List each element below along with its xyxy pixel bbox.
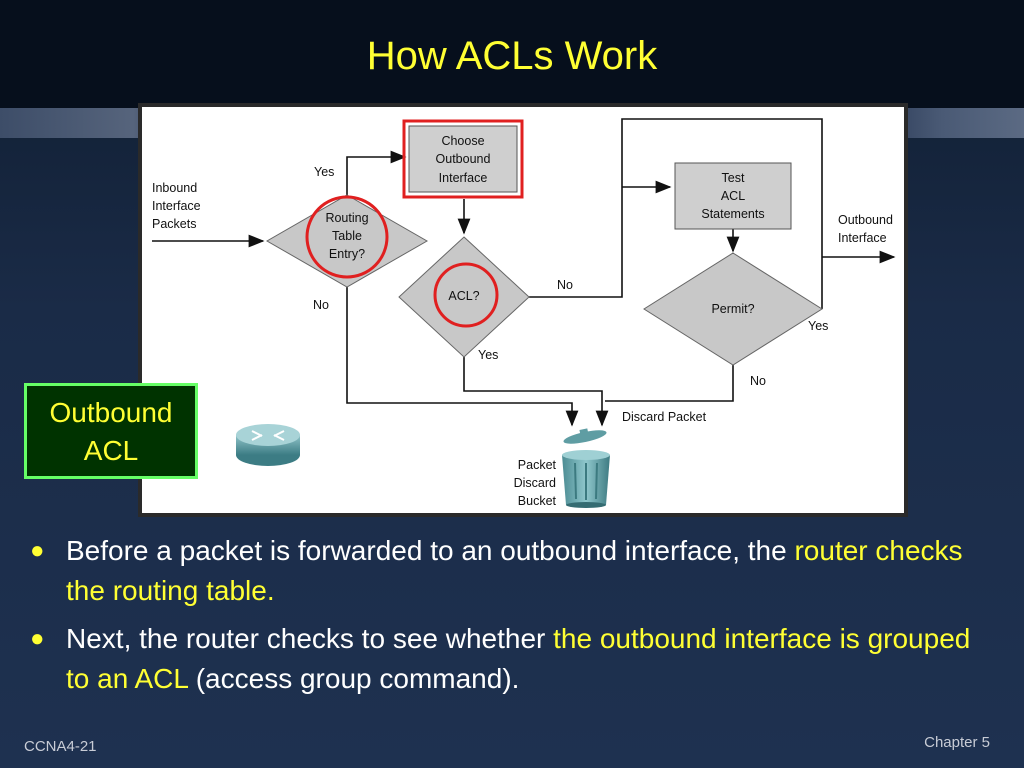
routing-yes-label: Yes [314,165,334,179]
callout-line-2: ACL [83,435,139,466]
bullet-item: ● Before a packet is forwarded to an out… [26,531,986,611]
bullet-item: ● Next, the router checks to see whether… [26,619,986,699]
permit-decision: Permit? [643,252,823,366]
choose-line-1: Choose [441,134,484,148]
router-icon [236,424,300,466]
bullet-highlight: router checks the routing table. [66,535,963,606]
test-line-1: Test [722,171,745,185]
bucket-label-2: Discard [514,476,556,490]
inbound-label-2: Interface [152,199,201,213]
permit-no-label: No [750,374,766,388]
flowchart-connectors [152,118,896,427]
outbound-acl-callout: Outbound ACL [24,383,198,479]
outbound-label-2: Interface [838,231,887,245]
trash-bin-icon [562,428,610,508]
bullet-list: ● Before a packet is forwarded to an out… [26,531,986,707]
acl-no-label: No [557,278,573,292]
bullet-marker: ● [30,625,45,652]
bullet-marker: ● [30,537,45,564]
flowchart-canvas: Choose Outbound Interface Test ACL State… [142,107,904,513]
acl-decision-label: ACL? [448,289,479,303]
permit-yes-label: Yes [808,319,828,333]
footer-course-code: CCNA4-21 [24,738,97,755]
test-acl-statements-box: Test ACL Statements [674,162,792,230]
flowchart-diagram: Choose Outbound Interface Test ACL State… [152,118,896,508]
bucket-label-3: Bucket [518,494,557,508]
test-line-3: Statements [701,207,764,221]
inbound-label-1: Inbound [152,181,197,195]
bullet-text-after: (access group command). [195,663,520,694]
slide-title: How ACLs Work [366,34,658,78]
choose-line-3: Interface [439,171,488,185]
bullet-highlight: the outbound interface is grouped to an … [66,623,971,694]
routing-line-3: Entry? [329,247,365,261]
outbound-label-1: Outbound [838,213,893,227]
footer-chapter: Chapter 5 [924,734,990,751]
callout-line-1: Outbound [49,397,173,428]
flowchart-frame: Choose Outbound Interface Test ACL State… [138,103,908,517]
acl-yes-label: Yes [478,348,498,362]
routing-no-label: No [313,298,329,312]
choose-outbound-interface-box: Choose Outbound Interface [402,119,524,199]
permit-decision-label: Permit? [711,302,754,316]
bullet-text: Next, the router checks to see whether [66,623,546,654]
header-band [0,0,1024,108]
bucket-label-1: Packet [518,458,557,472]
bullet-text: Before a packet is forwarded to an outbo… [66,535,787,566]
routing-table-decision: Routing Table Entry? [265,194,429,288]
test-line-2: ACL [721,189,745,203]
choose-line-2: Outbound [436,152,491,166]
routing-line-2: Table [332,229,362,243]
acl-decision: ACL? [398,236,530,358]
routing-line-1: Routing [325,211,368,225]
inbound-label-3: Packets [152,217,196,231]
discard-packet-label: Discard Packet [622,410,707,424]
